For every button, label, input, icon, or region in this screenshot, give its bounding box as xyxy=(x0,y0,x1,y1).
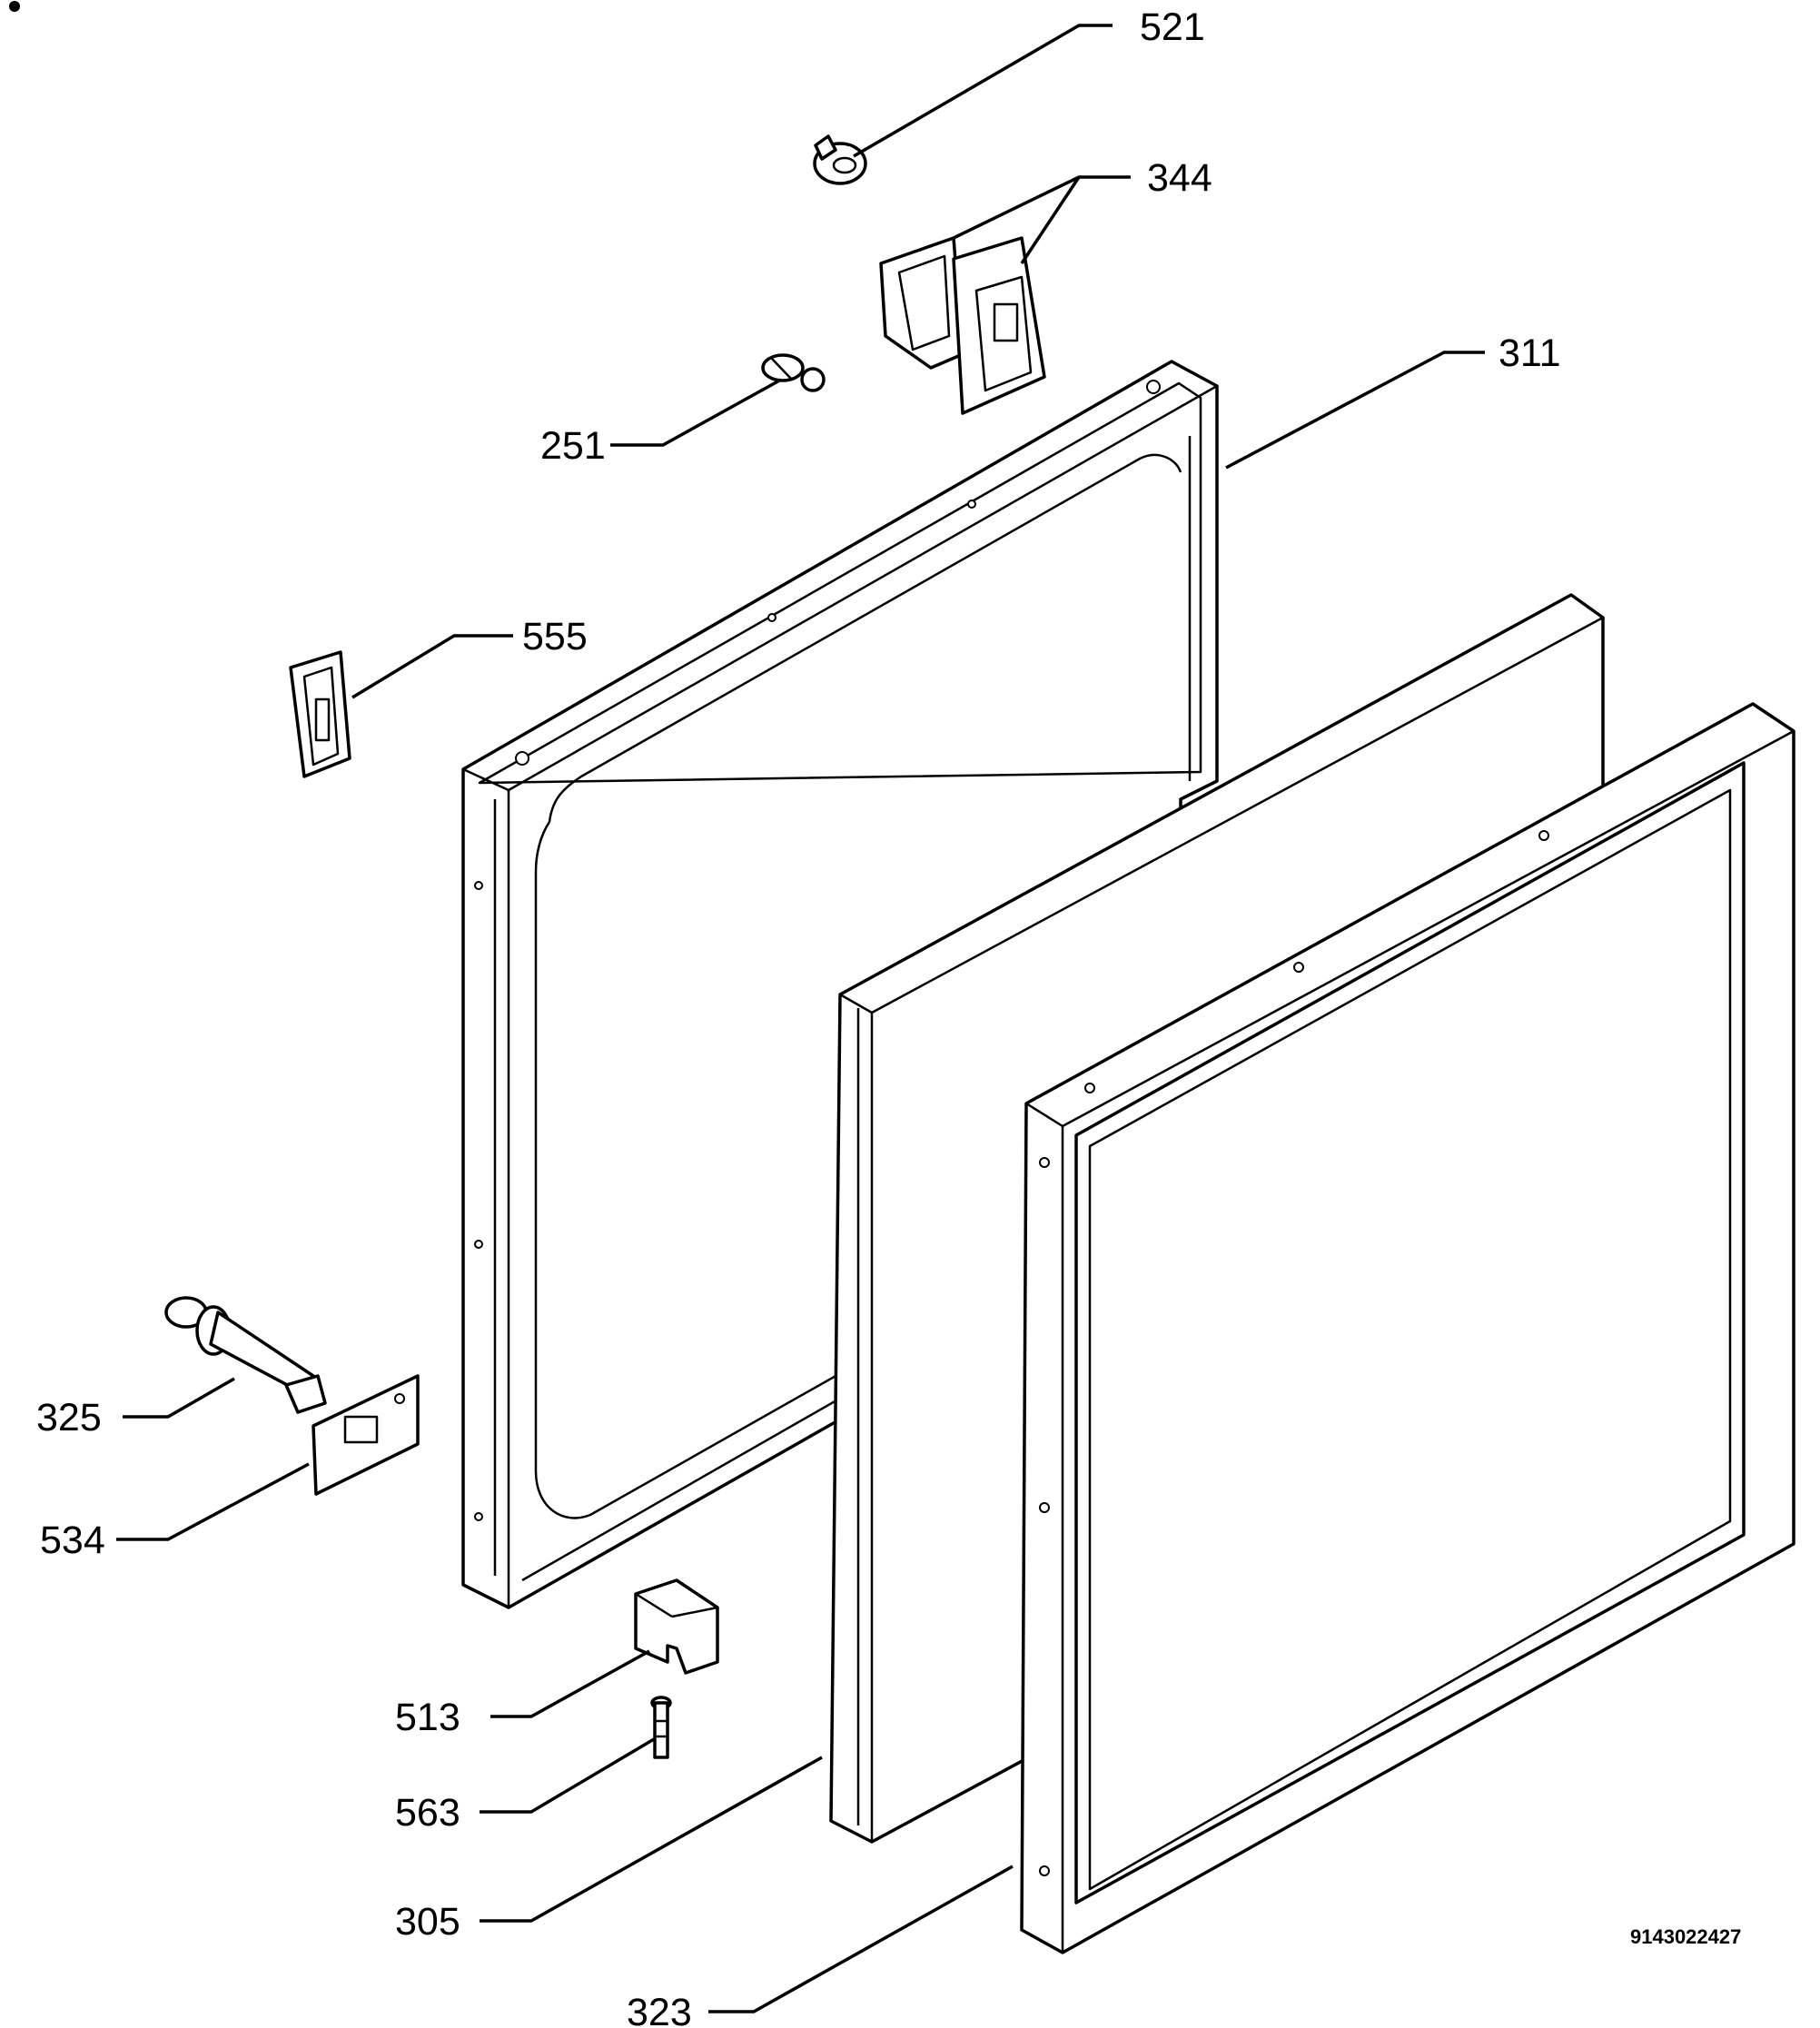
leader-305 xyxy=(480,1756,823,1923)
leader-311 xyxy=(1225,351,1485,470)
label-323: 323 xyxy=(627,1991,692,2028)
part-513-clip xyxy=(634,1578,719,1675)
part-521-screw xyxy=(813,134,867,185)
part-344-switch xyxy=(879,236,1046,415)
leader-344-b xyxy=(1020,176,1081,264)
label-325: 325 xyxy=(36,1396,102,1439)
leader-563 xyxy=(480,1737,655,1814)
part-563-screw xyxy=(650,1696,672,1759)
part-555-latch-cover xyxy=(289,650,351,778)
label-251: 251 xyxy=(540,424,606,468)
leader-323 xyxy=(708,1865,1014,2013)
leader-534 xyxy=(116,1462,310,1541)
label-513: 513 xyxy=(395,1696,460,1739)
document-id: 9143022427 xyxy=(1630,1925,1741,1948)
label-521: 521 xyxy=(1140,5,1205,49)
label-344: 344 xyxy=(1147,156,1212,200)
leader-513 xyxy=(490,1649,650,1718)
label-563: 563 xyxy=(395,1791,460,1835)
corner-dot xyxy=(9,1,20,12)
label-311: 311 xyxy=(1499,331,1561,375)
part-325-handle xyxy=(164,1296,327,1414)
leader-251 xyxy=(610,378,782,447)
part-251-bolt xyxy=(761,353,826,392)
leader-344-a xyxy=(953,175,1131,240)
part-323-outer-frame xyxy=(1020,702,1795,1954)
part-534-plate xyxy=(312,1374,420,1496)
leader-521 xyxy=(853,24,1113,158)
label-555: 555 xyxy=(522,615,588,658)
label-305: 305 xyxy=(395,1900,460,1944)
leader-325 xyxy=(123,1377,235,1419)
leader-555 xyxy=(351,634,513,699)
label-534: 534 xyxy=(40,1519,105,1562)
